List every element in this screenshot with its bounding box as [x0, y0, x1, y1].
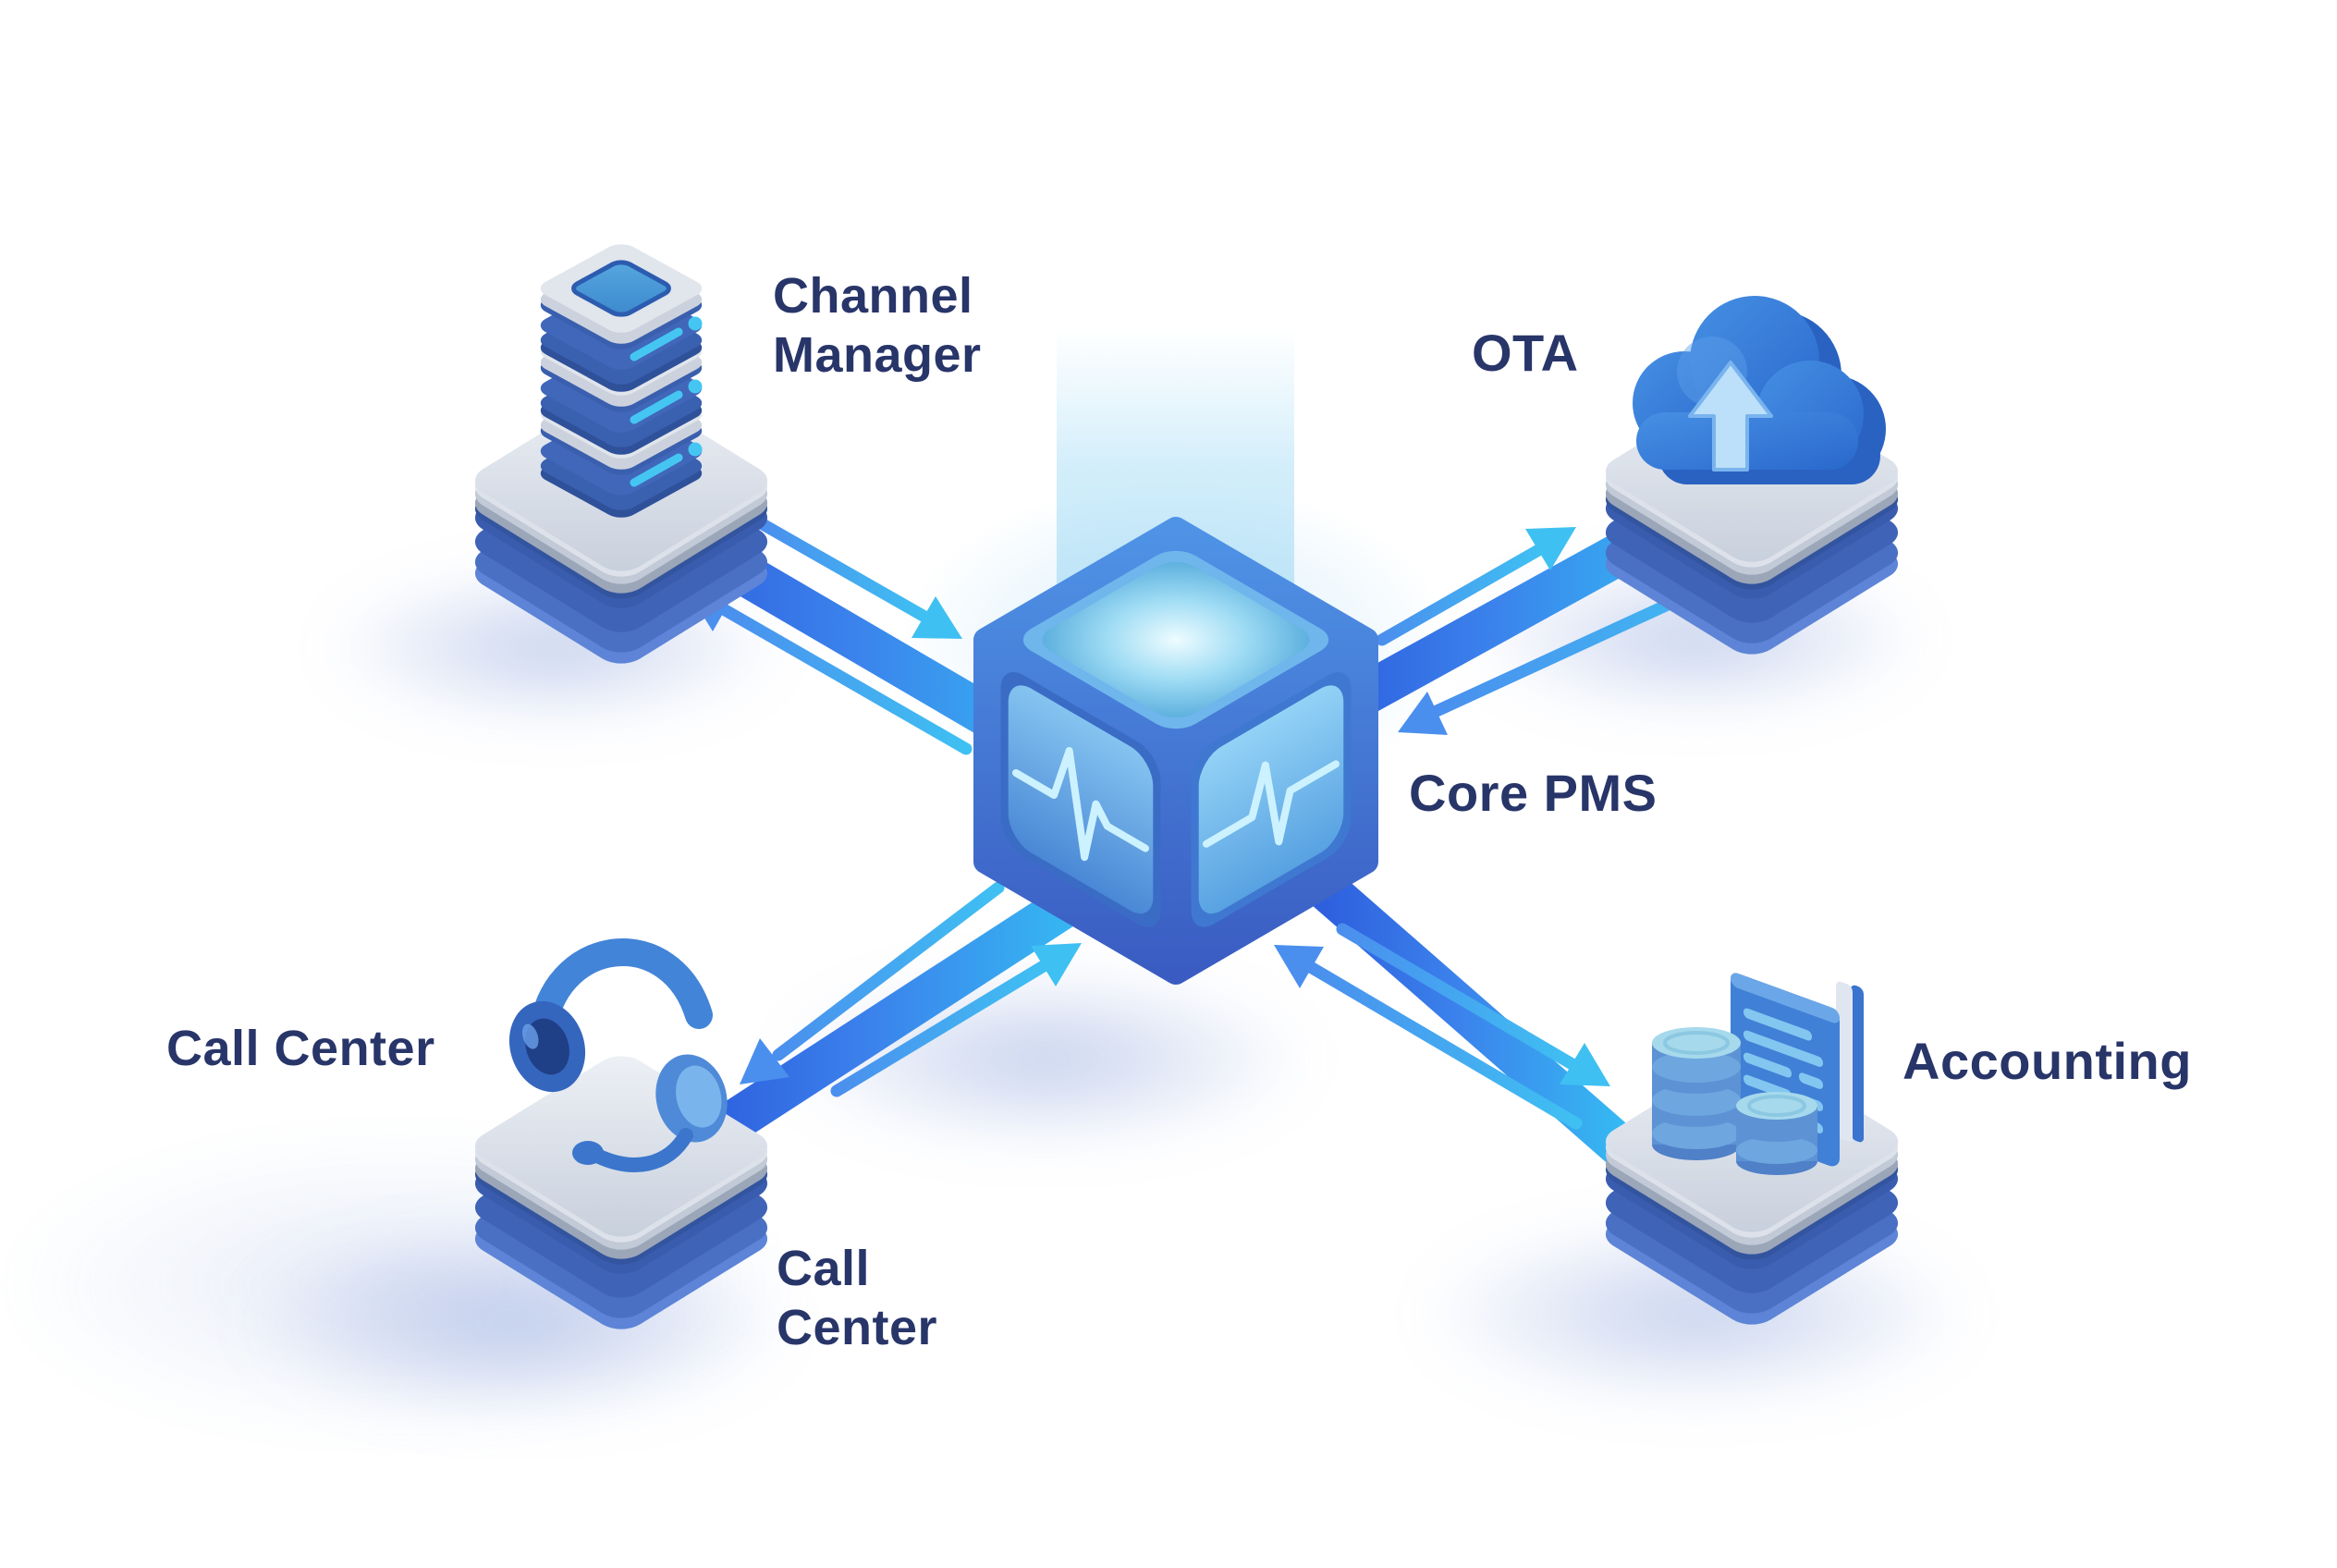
arrow-to-core-icon — [830, 943, 1082, 1097]
heartbeat-line-icon — [1206, 724, 1336, 884]
coin-stack-tall — [1652, 1027, 1741, 1160]
cloud-upload-icon — [1633, 296, 1886, 484]
call-center-label: Call Center — [166, 1021, 435, 1076]
channel-manager-label-line1: Channel — [773, 268, 973, 324]
call-center-secondary-label: Call Center — [777, 1239, 937, 1357]
cube-top-face — [1022, 550, 1329, 729]
call-center-secondary-label-line2: Center — [777, 1300, 938, 1355]
cube-right-screen — [1191, 662, 1351, 937]
arrow-to-node-icon — [1376, 527, 1576, 646]
arrow-to-node-icon — [740, 881, 1005, 1084]
channel-manager-label-line2: Manager — [773, 327, 982, 383]
headset-icon — [508, 938, 728, 1172]
ota-label: OTA — [1472, 324, 1579, 382]
cube-icon — [985, 529, 1366, 973]
coin-stack-short — [1736, 1092, 1817, 1175]
arrow-to-core-icon — [756, 518, 962, 639]
coins-ledger-icon — [1652, 973, 1864, 1175]
server-stack-icon — [533, 240, 709, 521]
channel-manager-label: Channel Manager — [773, 266, 982, 385]
call-center-secondary-label-line1: Call — [777, 1241, 871, 1296]
accounting-label: Accounting — [1903, 1032, 2192, 1090]
heartbeat-line-icon — [1016, 719, 1145, 892]
connection-call-center-core — [689, 878, 1092, 1161]
arrow-to-node-icon — [1336, 923, 1610, 1086]
sync-band — [689, 878, 1092, 1161]
sync-band — [1307, 869, 1637, 1165]
cube-left-screen — [1000, 662, 1160, 937]
arrow-to-core-icon — [1274, 945, 1583, 1130]
connection-accounting-core — [1274, 869, 1637, 1165]
upload-arrow-icon — [1688, 361, 1773, 472]
core-pms-label: Core PMS — [1409, 764, 1658, 822]
